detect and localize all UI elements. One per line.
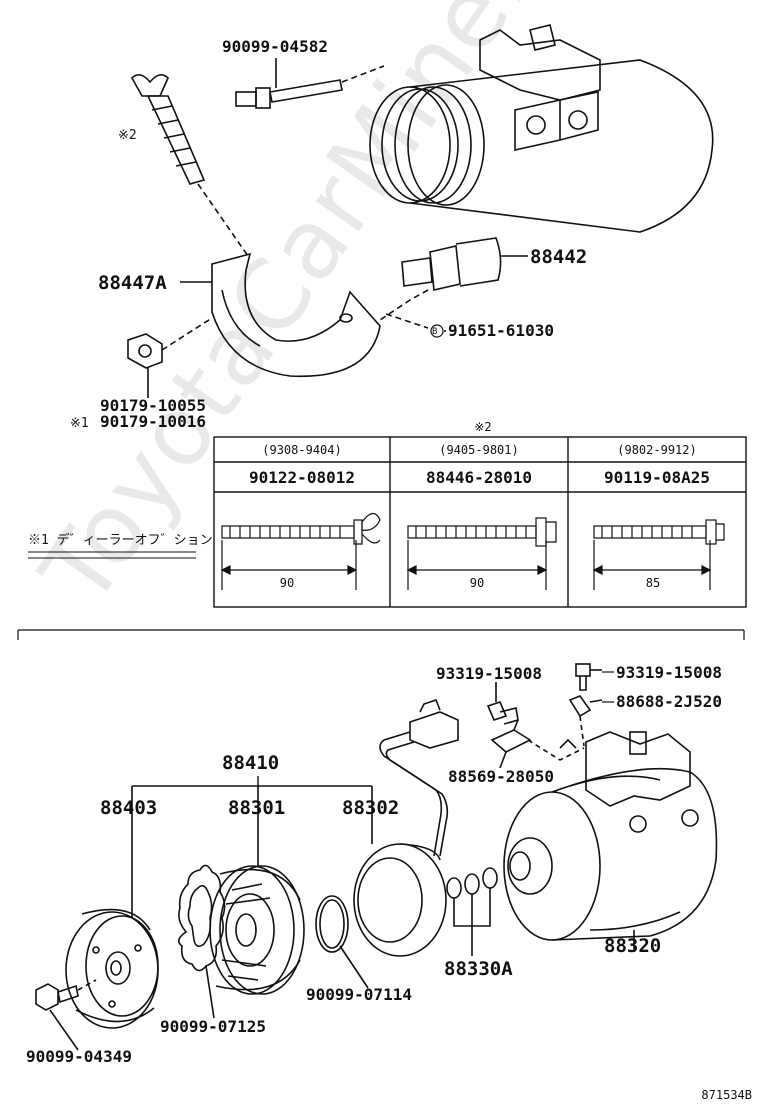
assembly-bracket: [132, 776, 372, 787]
bolt-table: [213, 436, 747, 608]
label-88688: 88688-2J520: [616, 692, 722, 711]
compressor-lower-icon: [503, 731, 718, 952]
harness-bracket-icon: [486, 682, 585, 769]
bolt-top-icon: [235, 58, 385, 109]
table-length-2: 90: [469, 576, 485, 590]
label-bolt-top: 90099-04582: [222, 37, 328, 56]
field-coil-icon: [353, 786, 447, 957]
table-mark: ※2: [474, 420, 492, 434]
hub-bolt-icon: [35, 979, 97, 1051]
bracket-clip-icon: [568, 663, 603, 747]
label-88302: 88302: [342, 797, 400, 819]
label-b-ref: B: [432, 327, 438, 337]
figure-number: 871534B: [701, 1088, 752, 1102]
shims-icon: [446, 867, 498, 956]
table-part-2: 88446-28010: [426, 468, 532, 487]
snap-ring-icon: [315, 895, 369, 989]
label-88320: 88320: [604, 935, 662, 957]
table-period-3: (9802-9912): [617, 443, 697, 457]
pressure-switch-icon: [379, 237, 528, 321]
label-bracket: 88447A: [98, 272, 167, 294]
label-nut1: 90179-10055: [100, 396, 206, 415]
bracket-icon: [180, 252, 381, 378]
note-dealer-option: ※1 デ゛ィーラーオフ゛ション: [28, 533, 213, 548]
compressor-upper-outline: [369, 24, 714, 233]
clutch-hub-icon: [65, 786, 159, 1029]
label-switch: 88442: [530, 246, 588, 268]
label-88410: 88410: [222, 752, 280, 774]
table-part-3: 90119-08A25: [604, 468, 710, 487]
label-88301: 88301: [228, 797, 286, 819]
label-07114: 90099-07114: [306, 985, 412, 1004]
nut-icon: [127, 317, 213, 398]
label-88403: 88403: [100, 797, 158, 819]
wavy-shim-icon: [178, 864, 226, 1019]
wire-harness-icon: [379, 699, 459, 857]
label-07125: 90099-07125: [160, 1017, 266, 1036]
label-04349: 90099-04349: [26, 1047, 132, 1066]
label-93319-right: 93319-15008: [616, 663, 722, 682]
table-part-1: 90122-08012: [249, 468, 355, 487]
table-length-3: 85: [645, 576, 661, 590]
label-note2-mark: ※2: [118, 128, 137, 143]
table-bolt-3-icon: [592, 519, 725, 590]
label-nut2: 90179-10016: [100, 412, 206, 431]
label-88330A: 88330A: [444, 958, 513, 980]
label-88569: 88569-28050: [448, 767, 554, 786]
table-bolt-2-icon: [406, 517, 557, 590]
table-period-2: (9405-9801): [439, 443, 519, 457]
section-divider: [17, 629, 745, 640]
table-bolt-1-icon: [220, 512, 381, 590]
table-length-1: 90: [279, 576, 295, 590]
label-93319-left: 93319-15008: [436, 664, 542, 683]
table-period-1: (9308-9404): [262, 443, 342, 457]
wing-bolt-icon: [131, 74, 249, 257]
label-nut2-mark: ※1: [70, 416, 89, 431]
label-bolt-b: 91651-61030: [448, 321, 554, 340]
